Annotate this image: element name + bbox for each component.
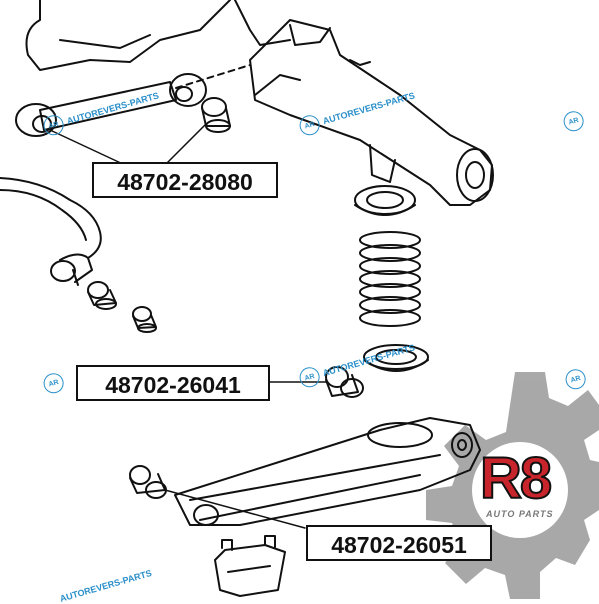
stabilizer-bar (0, 177, 102, 259)
spring-upper-seat (354, 185, 416, 216)
body-outline (25, 0, 231, 71)
part-number-label-upper: 48702-28080 (92, 162, 278, 198)
bushing-lower (129, 465, 167, 499)
leader-lower (164, 489, 306, 529)
upper-control-arm (39, 81, 177, 131)
lower-bracket (214, 535, 286, 597)
bushing-upper (201, 97, 231, 133)
part-number-label-middle: 48702-26041 (76, 365, 270, 401)
brand-logo-mark: R8 (479, 446, 553, 511)
bushing-middle (325, 366, 364, 398)
stabilizer-bushing-1 (87, 281, 117, 310)
axle-housing (249, 19, 493, 206)
spring-lower-seat (363, 344, 429, 372)
part-number-label-lower: 48702-26051 (306, 525, 492, 561)
brand-logo-tagline: AUTO PARTS (486, 509, 554, 519)
leader-upper (49, 129, 126, 166)
stabilizer-bushing-2 (132, 306, 157, 333)
coil-spring (359, 231, 421, 327)
